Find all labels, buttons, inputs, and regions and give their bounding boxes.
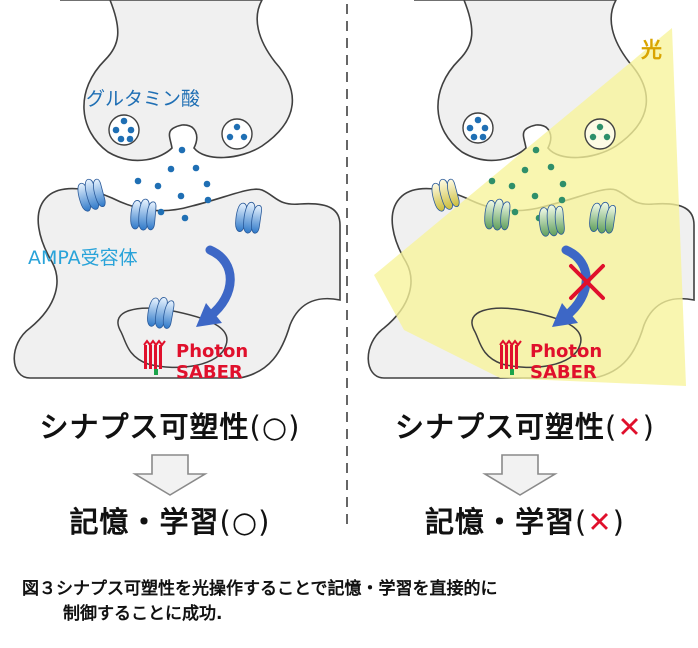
memory-result-left: 記憶・学習(○) [0, 499, 340, 541]
photon-saber-line1: Photon [530, 341, 603, 362]
fail-mark: ✕ [587, 505, 613, 539]
photon-saber-line2: SABER [530, 362, 597, 383]
photon-saber-line1: Photon [176, 341, 249, 362]
plasticity-text: シナプス可塑性 [39, 410, 250, 444]
figure-caption: 図３シナプス可塑性を光操作することで記憶・学習を直接的に 制御することに成功. [22, 577, 692, 627]
vesicle [584, 118, 616, 150]
glutamate-dots-left [112, 117, 248, 222]
photon-saber-label-left: Photon SABER [176, 341, 248, 383]
photon-saber-icon-right [499, 339, 522, 375]
left-panel [13, 0, 341, 496]
caption-line1: 図３シナプス可塑性を光操作することで記憶・学習を直接的に [22, 579, 498, 599]
postsynaptic-spine-left [13, 187, 341, 379]
ampa-receptor-label: AMPA受容体 [28, 247, 138, 269]
plasticity-text: シナプス可塑性 [395, 410, 606, 444]
spine-compartment-right [471, 307, 582, 369]
trafficking-arrow-left [196, 245, 235, 327]
caption-line2: 制御することに成功. [63, 604, 223, 624]
photon-saber-icon-left [143, 339, 166, 375]
memory-text: 記憶・学習 [69, 505, 220, 539]
paren-open: ( [605, 410, 618, 444]
down-arrow-left [132, 454, 208, 496]
down-arrow-right [482, 454, 558, 496]
vesicle [221, 118, 253, 150]
paren-open: ( [575, 505, 588, 539]
right-panel [367, 0, 695, 496]
photon-saber-line2: SABER [176, 362, 243, 383]
light-label: 光 [641, 38, 662, 62]
light-beam [374, 28, 686, 386]
glutamate-dots-right-vesicles [466, 116, 489, 141]
paren-close: ) [642, 410, 655, 444]
presynaptic-terminal-left [60, 0, 294, 162]
plasticity-result-left: シナプス可塑性(○) [0, 404, 340, 446]
photon-saber-label-right: Photon SABER [530, 341, 602, 383]
ampa-receptor [483, 197, 512, 232]
success-mark: (○) [249, 410, 301, 444]
memory-text: 記憶・学習 [425, 505, 576, 539]
plasticity-result-right: シナプス可塑性(✕) [355, 404, 695, 446]
ampa-receptor [537, 203, 566, 238]
memory-result-right: 記憶・学習(✕) [355, 499, 695, 541]
fail-mark: ✕ [617, 410, 643, 444]
glutamate-dots-right [488, 123, 611, 222]
block-cross-icon [569, 264, 605, 300]
paren-close: ) [612, 505, 625, 539]
success-mark: (○) [219, 505, 271, 539]
glutamate-label: グルタミン酸 [86, 88, 201, 110]
spine-compartment-left [117, 307, 228, 369]
ampa-receptor [129, 197, 158, 232]
